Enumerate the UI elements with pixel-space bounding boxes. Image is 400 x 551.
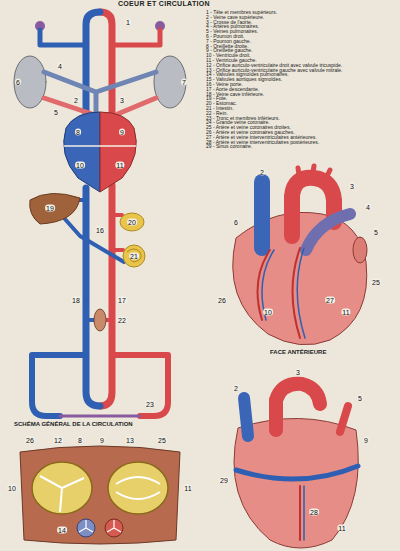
callout-number: 3 [119,97,125,104]
callout-number: 9 [119,129,125,136]
callout-number: 6 [233,219,239,226]
key-entry: 29 - Sinus coronaire. [206,144,252,149]
callout-number: 8 [77,437,83,444]
callout-number: 10 [263,309,273,316]
callout-number: 10 [7,485,17,492]
callout-number: 25 [371,279,381,286]
callout-number: 9 [99,437,105,444]
callout-number: 28 [309,509,319,516]
callout-number: 11 [183,485,192,492]
callout-number: 25 [157,437,167,444]
callout-number: 11 [337,525,346,532]
callout-number: 14 [57,527,67,534]
callout-number: 8 [75,129,81,136]
callout-number: 26 [217,297,227,304]
callout-number: 26 [25,437,35,444]
callout-number: 21 [129,253,139,260]
callout-number: 19 [45,205,55,212]
figure-caption: FACE ANTÉRIEURE [270,349,326,355]
callout-number: 5 [53,109,59,116]
callout-number: 2 [233,385,239,392]
callout-number: 11 [341,309,350,316]
callout-number: 9 [363,437,369,444]
callout-number: 1 [125,19,131,26]
callout-number: 20 [127,219,137,226]
callout-number: 27 [325,297,335,304]
figure-caption: SCHÉMA GÉNÉRAL DE LA CIRCULATION [14,421,133,427]
callout-number: 5 [357,395,363,402]
callout-number: 12 [53,437,63,444]
callout-number: 18 [71,297,81,304]
callout-number: 29 [219,477,229,484]
callout-number: 6 [15,79,21,86]
poster-title: COEUR ET CIRCULATION [118,0,210,7]
callout-number: 16 [95,227,105,234]
callout-number: 4 [365,204,371,211]
callout-number: 5 [373,229,379,236]
callout-number: 2 [73,97,79,104]
callout-number: 3 [349,183,355,190]
callout-number: 2 [259,169,265,176]
callout-number: 13 [125,437,135,444]
callout-number: 22 [117,317,127,324]
callout-number: 11 [115,162,124,169]
callout-number: 17 [117,297,127,304]
callout-number: 4 [57,63,63,70]
callout-number: 3 [295,369,301,376]
callout-number: 10 [75,162,85,169]
callout-number: 23 [145,401,155,408]
callout-number: 7 [181,79,187,86]
